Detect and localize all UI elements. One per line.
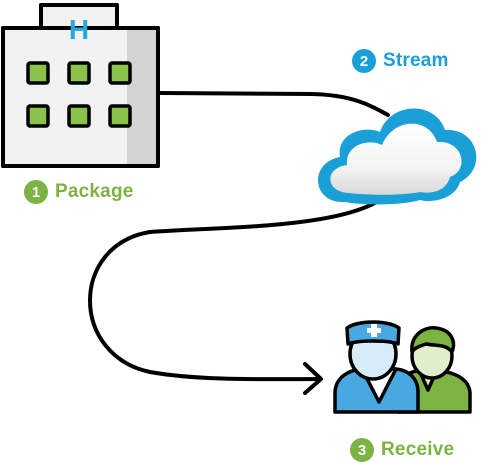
- step-package: 1 Package: [24, 180, 134, 204]
- arrowhead-icon: [303, 362, 323, 395]
- step-number-badge: 3: [350, 438, 374, 462]
- step-label: Package: [55, 181, 134, 202]
- step-label: Stream: [383, 50, 449, 71]
- window-grid: [26, 61, 132, 128]
- window: [67, 104, 91, 128]
- step-number-badge: 1: [24, 180, 48, 204]
- hospital-sign-letter: H: [69, 14, 89, 45]
- window: [67, 61, 91, 85]
- window: [108, 61, 132, 85]
- window: [108, 104, 132, 128]
- hospital-building-icon: H: [1, 3, 160, 168]
- cloud-icon: [318, 108, 477, 205]
- window: [26, 104, 50, 128]
- medical-staff-icon: [333, 320, 472, 414]
- step-number-badge: 2: [352, 49, 376, 73]
- window: [26, 61, 50, 85]
- step-stream: 2 Stream: [352, 49, 449, 73]
- step-label: Receive: [381, 439, 455, 460]
- step-receive: 3 Receive: [350, 438, 454, 462]
- connector-package-to-stream: [158, 91, 390, 117]
- connector-stream-to-receive: [88, 161, 406, 382]
